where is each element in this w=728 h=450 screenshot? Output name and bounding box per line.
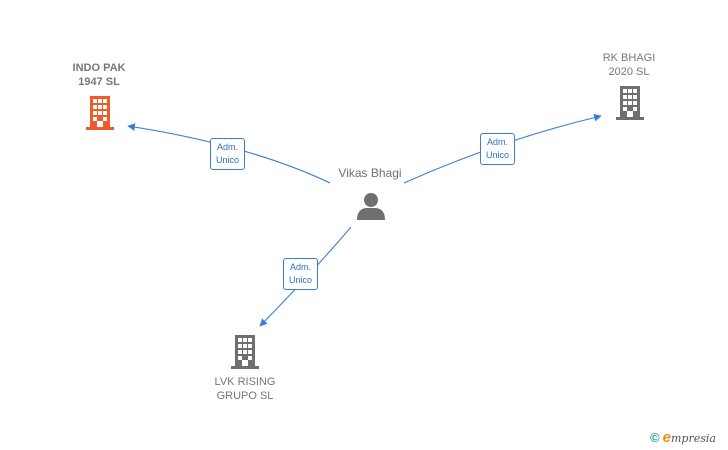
building-icon[interactable] bbox=[230, 335, 260, 369]
node-name-line1: INDO PAK bbox=[72, 62, 126, 74]
edge-role-line1: Adm. bbox=[290, 262, 312, 272]
node-name-line2: 2020 SL bbox=[608, 66, 650, 78]
edge-role-line1: Adm. bbox=[217, 142, 239, 152]
node-name-line1: RK BHAGI bbox=[602, 52, 656, 64]
brand-logo-e: e bbox=[662, 429, 671, 446]
node-label-lvk-rising[interactable]: LVK RISING GRUPO SL bbox=[200, 375, 290, 403]
edge-role-line2: Unico bbox=[289, 275, 313, 285]
node-name-line1: LVK RISING bbox=[214, 376, 276, 388]
brand-watermark: © empresia bbox=[650, 429, 716, 446]
edge-role-line1: Adm. bbox=[487, 137, 509, 147]
edge-label-indo-pak[interactable]: Adm. Unico bbox=[210, 138, 246, 170]
person-name[interactable]: Vikas Bhagi bbox=[338, 166, 402, 180]
person-icon[interactable] bbox=[356, 191, 386, 221]
node-name-line2: GRUPO SL bbox=[216, 390, 274, 402]
node-label-rk-bhagi[interactable]: RK BHAGI 2020 SL bbox=[588, 51, 670, 79]
edge-label-lvk-rising[interactable]: Adm. Unico bbox=[283, 258, 319, 290]
node-label-indo-pak[interactable]: INDO PAK 1947 SL bbox=[58, 61, 140, 89]
edge-role-line2: Unico bbox=[486, 150, 510, 160]
edge-role-line2: Unico bbox=[216, 155, 240, 165]
edge-label-rk-bhagi[interactable]: Adm. Unico bbox=[480, 133, 516, 165]
brand-name: mpresia bbox=[671, 432, 716, 445]
node-name-line2: 1947 SL bbox=[78, 76, 120, 88]
building-icon[interactable] bbox=[85, 96, 115, 130]
copyright-symbol: © bbox=[650, 430, 660, 445]
building-icon[interactable] bbox=[615, 86, 645, 120]
